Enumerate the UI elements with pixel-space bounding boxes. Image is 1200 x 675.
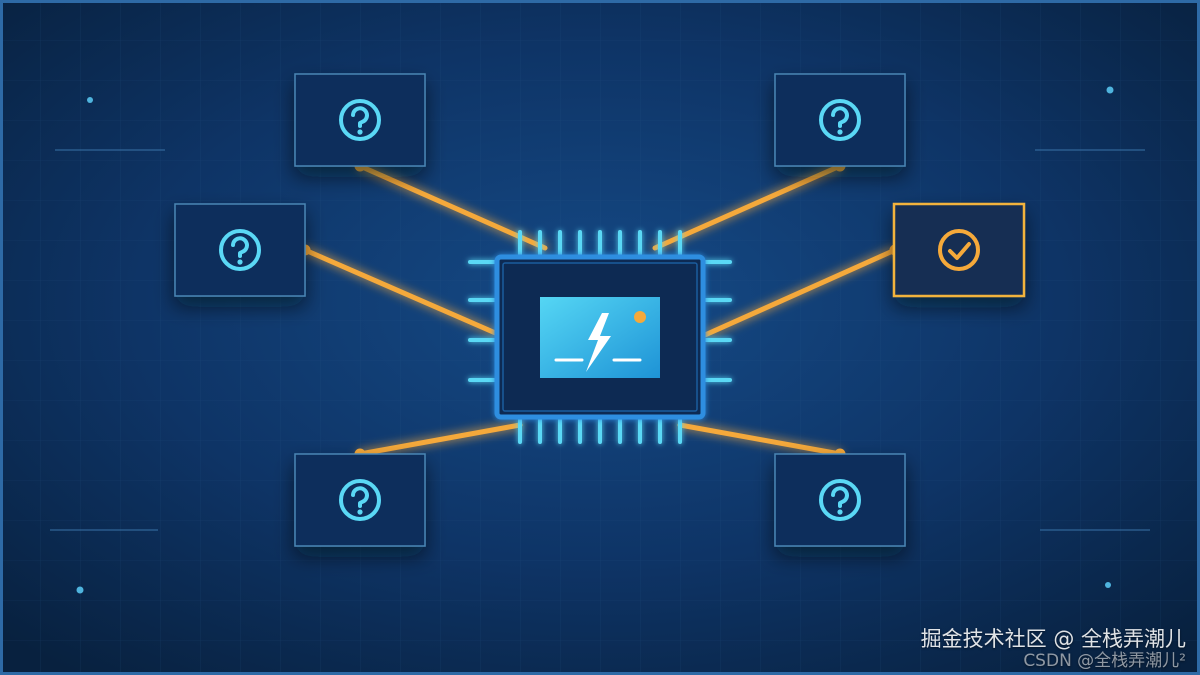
node-bottom-left xyxy=(294,453,426,547)
chip-inner-border xyxy=(502,262,698,412)
chip-pins xyxy=(468,230,732,444)
question-circle-icon xyxy=(339,479,381,521)
node-box xyxy=(774,73,906,167)
connection-middle-right xyxy=(702,247,898,338)
nodes xyxy=(174,73,1026,547)
watermark-sub: CSDN @全栈弄潮儿² xyxy=(1023,651,1186,671)
node-box xyxy=(774,453,906,547)
processor-chip xyxy=(468,230,732,444)
connections xyxy=(302,163,898,457)
decorations xyxy=(50,149,1150,531)
connection-middle-left xyxy=(302,247,503,338)
connection-top-left xyxy=(357,163,548,251)
node-top-left xyxy=(294,73,426,167)
question-circle-icon xyxy=(819,479,861,521)
node-box xyxy=(294,73,426,167)
question-circle-icon xyxy=(219,229,261,271)
check-circle-icon xyxy=(938,229,980,271)
node-top-right xyxy=(774,73,906,167)
chip-status-dot xyxy=(634,311,646,323)
watermark-main: 掘金技术社区 @ 全栈弄潮儿 xyxy=(920,627,1186,651)
connection-top-right xyxy=(652,163,843,251)
node-box xyxy=(294,453,426,547)
node-middle-right xyxy=(892,202,1026,298)
decorative-dots xyxy=(76,86,1114,594)
lightning-bolt-icon xyxy=(586,313,611,372)
node-box xyxy=(174,203,306,297)
connection-bottom-right xyxy=(677,422,843,457)
question-circle-icon xyxy=(339,99,381,141)
question-circle-icon xyxy=(819,99,861,141)
node-bottom-right xyxy=(774,453,906,547)
connection-bottom-left xyxy=(357,422,523,457)
node-box xyxy=(892,202,1026,298)
node-middle-left xyxy=(174,203,306,297)
